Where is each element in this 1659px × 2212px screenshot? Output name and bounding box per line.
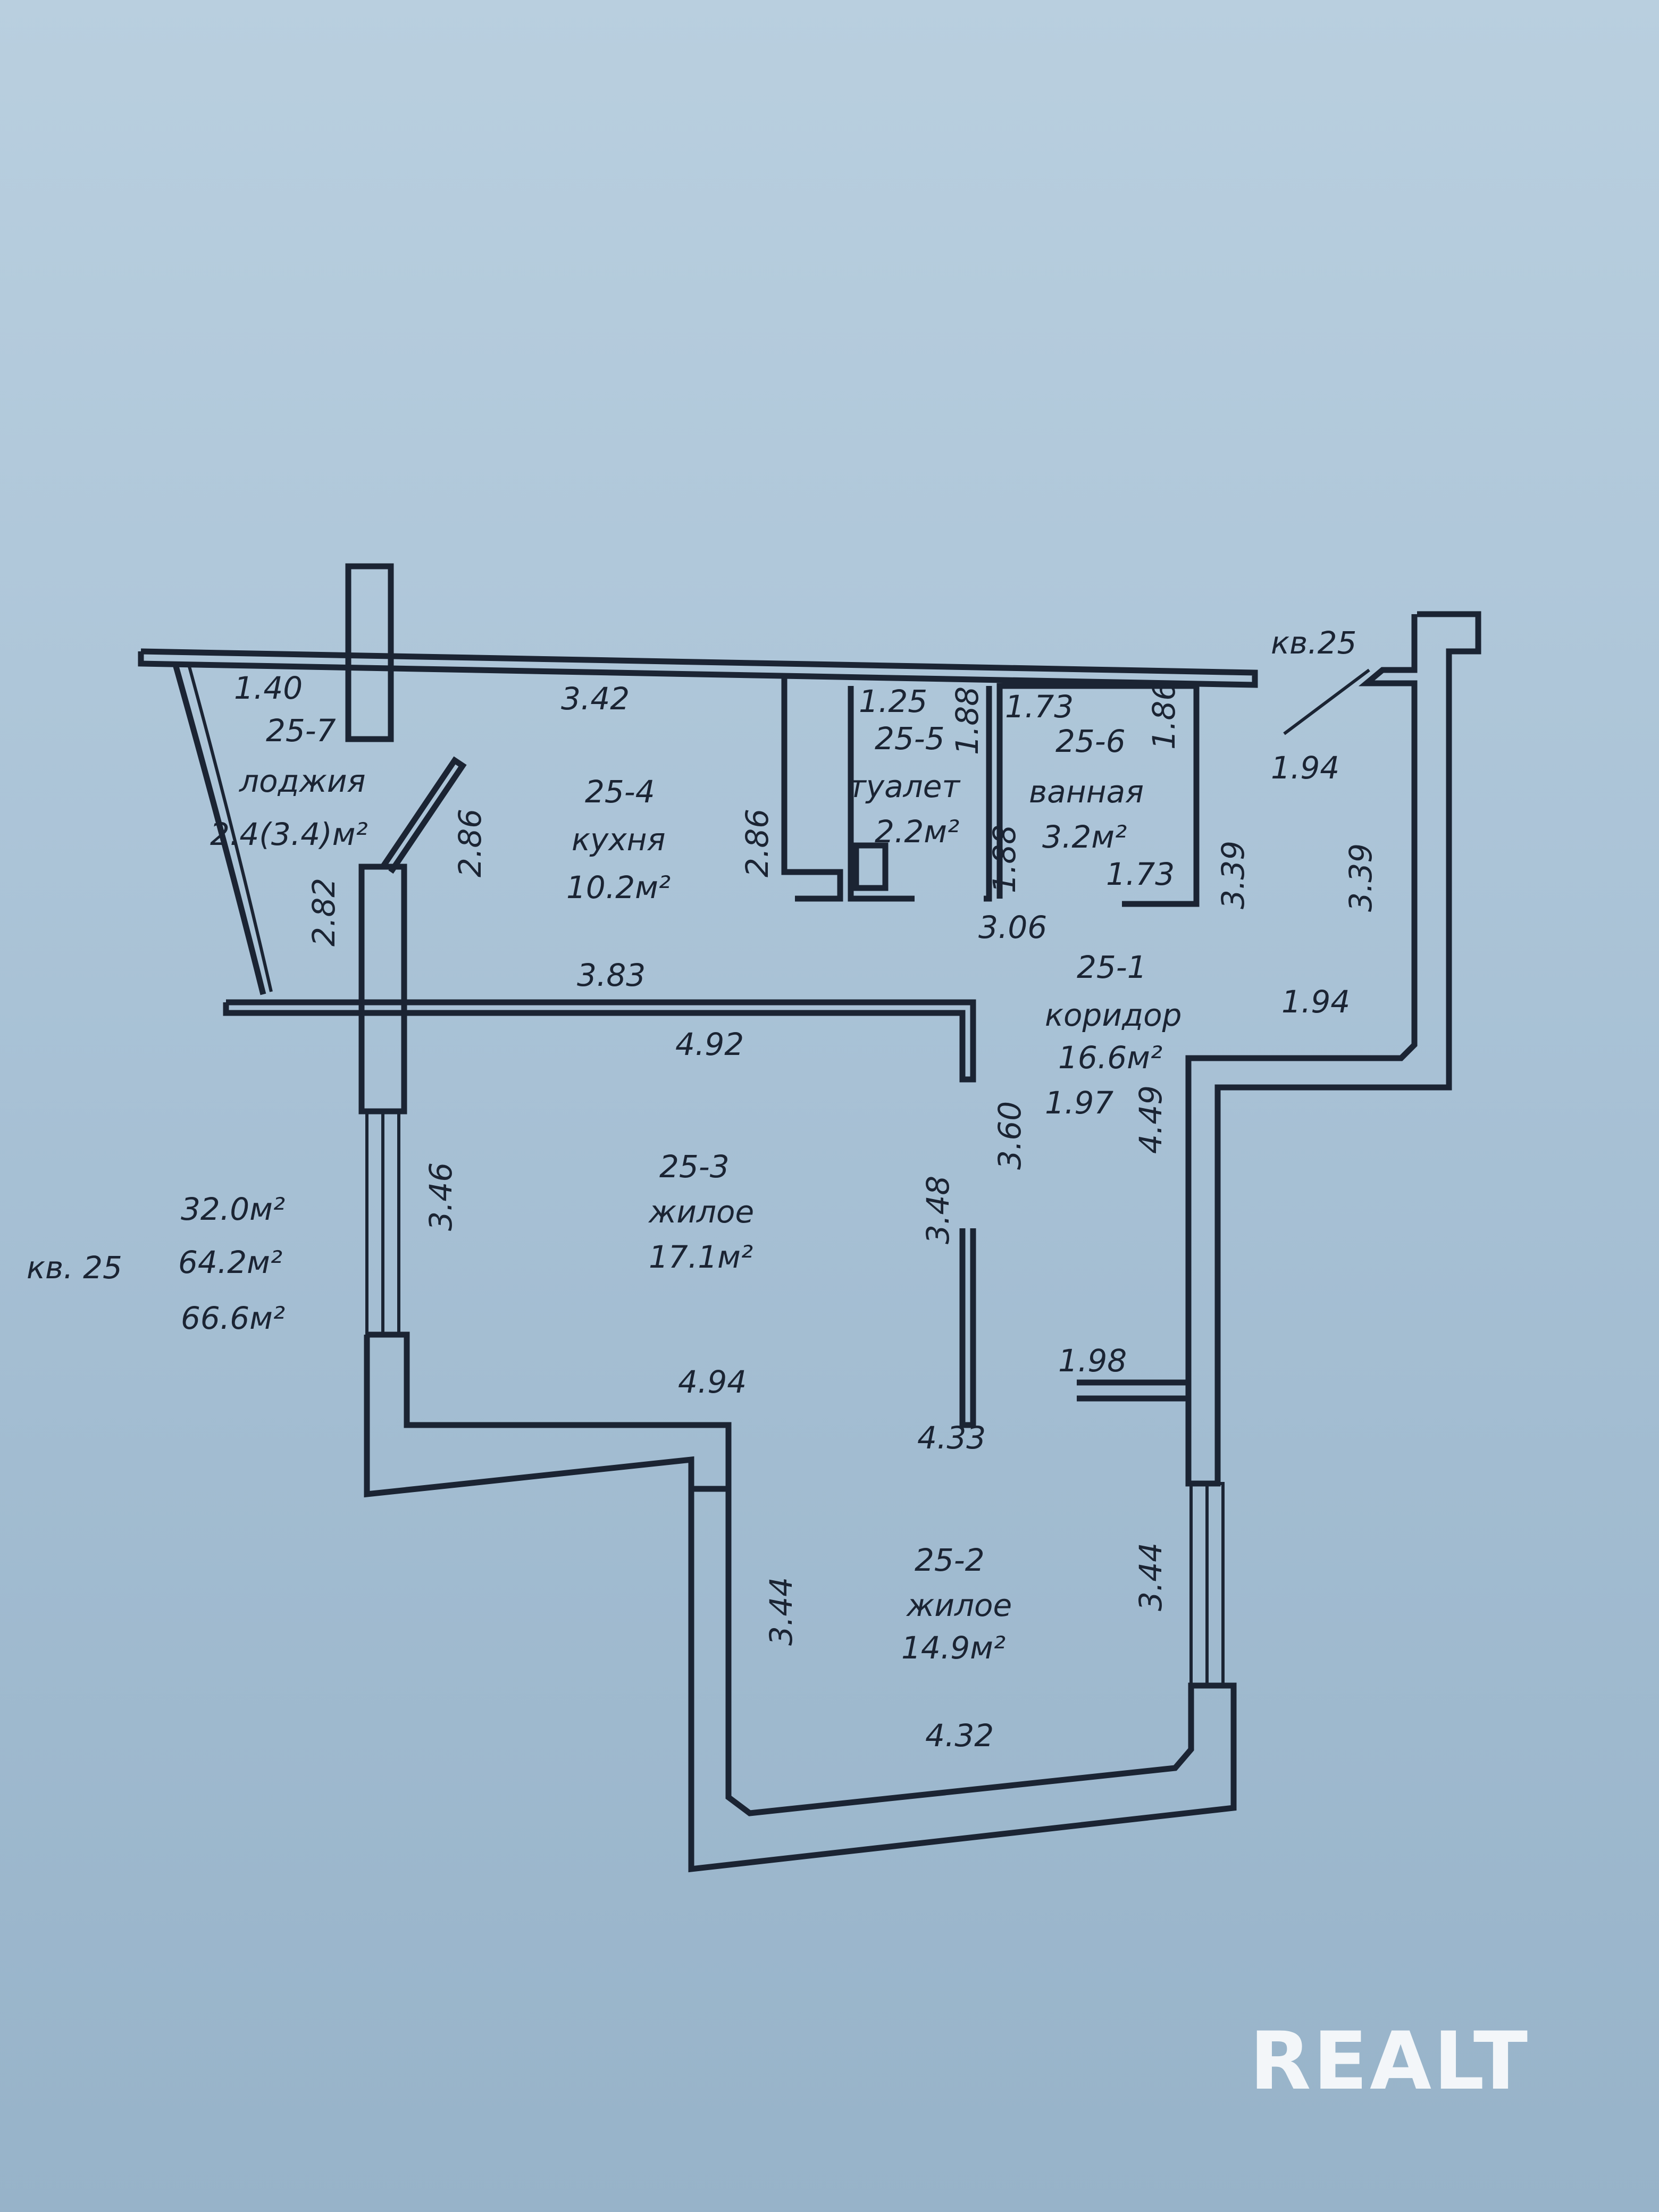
summary-area-2: 64.2м²	[178, 1244, 283, 1280]
bath-width-bottom: 1.73	[1106, 856, 1175, 892]
loggia-width: 1.40	[234, 670, 303, 706]
living3-right: 3.48	[920, 1175, 956, 1244]
right-wall	[1185, 611, 1481, 1487]
living2-right: 3.44	[1133, 1542, 1169, 1611]
bath-height-left: 1.88	[986, 824, 1023, 893]
kitchen-living-wall	[223, 999, 976, 1083]
realt-watermark: REALT	[1250, 2015, 1530, 2108]
bath-walls	[996, 683, 1200, 907]
loggia-code: 25-7	[266, 713, 336, 749]
bath-area: 3.2м²	[1042, 819, 1127, 855]
living3-top: 4.92	[675, 1026, 744, 1062]
kitchen-name: кухня	[572, 822, 666, 858]
corridor-area: 16.6м²	[1058, 1040, 1163, 1076]
corridor-dim-449: 4.49	[1133, 1085, 1169, 1154]
bath-height-right: 1.86	[1146, 681, 1182, 750]
living3-left: 3.46	[423, 1162, 459, 1231]
kitchen-code: 25-4	[585, 774, 655, 810]
corridor-dim-306: 3.06	[978, 909, 1048, 945]
living2-name: жилое	[907, 1587, 1012, 1623]
corridor-stub	[1077, 1379, 1192, 1402]
toilet-height: 1.88	[949, 686, 985, 755]
loggia-door-dim: 2.86	[452, 808, 488, 877]
summary-area-1: 32.0м²	[181, 1191, 286, 1227]
loggia-name: лоджия	[239, 763, 366, 799]
loggia-area: 2.4(3.4)м²	[210, 816, 368, 852]
kitchen-right-wall	[781, 675, 843, 902]
living2-top: 4.33	[917, 1420, 986, 1456]
toilet-walls	[848, 686, 915, 902]
toilet-name: туалет	[848, 768, 960, 805]
corridor-dim-194a: 1.94	[1271, 750, 1340, 786]
living3-area: 17.1м²	[649, 1239, 753, 1275]
corridor-dim-360: 3.60	[992, 1101, 1028, 1170]
loggia-door	[380, 756, 467, 874]
loggia-outer-wall	[172, 664, 266, 995]
living3-name: жилое	[649, 1194, 755, 1230]
toilet-area: 2.2м²	[875, 814, 960, 850]
left-wall-upper	[358, 864, 407, 1115]
living-wall-vertical	[959, 1228, 976, 1428]
dimension-leader	[1283, 668, 1370, 735]
living2-walls	[688, 1489, 1237, 1873]
living2-bottom: 4.32	[925, 1717, 994, 1754]
toilet-bath-wall	[984, 686, 992, 902]
bath-code: 25-6	[1055, 723, 1126, 759]
corridor-dim-197: 1.97	[1045, 1085, 1114, 1121]
corridor-dim-198: 1.98	[1058, 1343, 1127, 1379]
bath-name: ванная	[1029, 774, 1144, 810]
summary-label: кв. 25	[27, 1250, 122, 1286]
kitchen-bottom: 3.83	[577, 957, 646, 993]
top-wall	[138, 648, 1258, 688]
corridor-dim-339a: 3.39	[1215, 840, 1251, 909]
column	[345, 563, 394, 742]
toilet-width: 1.25	[859, 683, 928, 719]
living2-area: 14.9м²	[901, 1630, 1006, 1666]
loggia-outer-inner	[187, 664, 273, 992]
kitchen-area: 10.2м²	[566, 869, 671, 906]
corridor-code: 25-1	[1077, 949, 1147, 985]
corridor-name: коридор	[1045, 997, 1182, 1033]
living3-bottom: 4.94	[678, 1364, 747, 1400]
living3-code: 25-3	[659, 1149, 730, 1185]
kitchen-height: 2.86	[739, 808, 775, 877]
toilet-fixture	[853, 842, 889, 891]
kitchen-width: 3.42	[561, 681, 630, 717]
toilet-code: 25-5	[875, 720, 945, 757]
apartment-label: кв.25	[1271, 625, 1357, 661]
left-wall-lower	[364, 1331, 732, 1498]
loggia-height: 2.82	[306, 877, 342, 946]
living2-code: 25-2	[915, 1542, 985, 1578]
bath-width-top: 1.73	[1005, 689, 1074, 725]
corridor-dim-194b: 1.94	[1281, 984, 1351, 1020]
living2-left: 3.44	[763, 1577, 799, 1646]
corridor-dim-339b: 3.39	[1343, 843, 1379, 912]
summary-area-3: 66.6м²	[181, 1300, 286, 1336]
